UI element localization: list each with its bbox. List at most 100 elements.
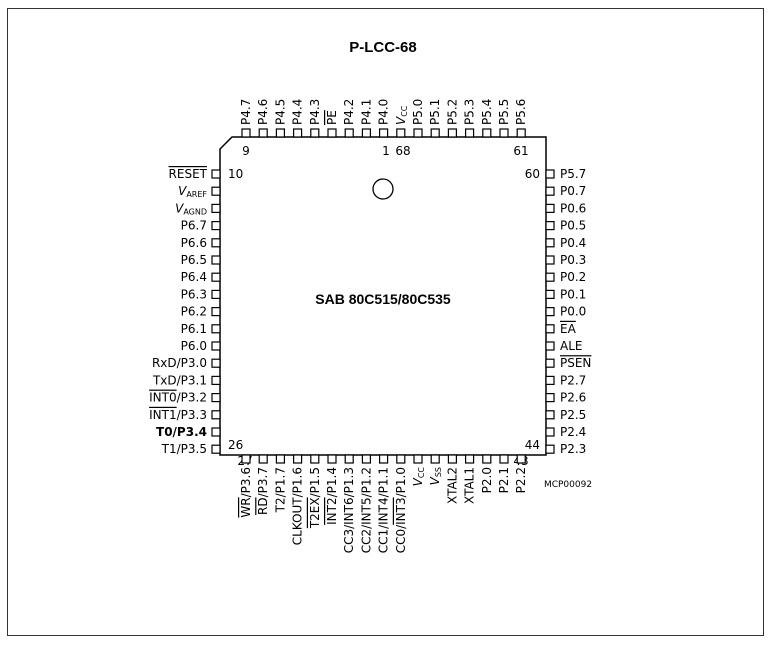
- figure-code: MCP00092: [544, 480, 592, 490]
- pin-top-9: [379, 128, 389, 138]
- pin-label-left-p6-0: P6.0: [181, 339, 207, 353]
- pin-label-bottom-cc3-int6-p1-3: CC3/INT6/P1.3: [342, 467, 356, 553]
- pin-label-top-p5-4: P5.4: [480, 99, 494, 125]
- pin-bottom-7: [344, 454, 354, 464]
- pin-label-bottom-clkout-p1-6: CLKOUT/P1.6: [291, 467, 305, 545]
- pin-label-left-p6-2: P6.2: [181, 305, 207, 319]
- pin-label-bottom-rd-p3-7: RD/P3.7: [256, 467, 270, 515]
- pin-right-9: [545, 307, 555, 317]
- figure-frame: [7, 8, 764, 636]
- pin-label-left-reset: RESET: [169, 167, 208, 181]
- pin-label-left-t1-p3-5: T1/P3.5: [161, 442, 207, 456]
- pin-right-5: [545, 238, 555, 248]
- pin-label-right-p2-6: P2.6: [560, 391, 586, 405]
- pin-bottom-10: [396, 454, 406, 464]
- pin1-indicator: [372, 178, 394, 200]
- pin-label-bottom-cc0-int3-p1-0: CC0/INT3/P1.0: [394, 467, 408, 553]
- pin-left-1: [211, 169, 221, 179]
- pin-label-top-p5-2: P5.2: [445, 99, 459, 125]
- pin-bottom-14: [465, 454, 475, 464]
- pin-right-8: [545, 289, 555, 299]
- pin-left-10: [211, 324, 221, 334]
- pin-label-top-p4-7: P4.7: [239, 99, 253, 125]
- pin-label-right-p0-6: P0.6: [560, 201, 586, 215]
- pin-label-right-p0-1: P0.1: [560, 287, 586, 301]
- pin-label-top-pe: PE: [325, 110, 339, 125]
- pin-left-8: [211, 289, 221, 299]
- pin-number-61: 61: [513, 144, 528, 158]
- pin-label-left-int0-p3-2: INT0/P3.2: [149, 391, 207, 405]
- pin-right-16: [545, 427, 555, 437]
- pin-label-right-ea: EA: [560, 322, 577, 336]
- pin-label-right-p5-7: P5.7: [560, 167, 586, 181]
- pin-label-left-p6-7: P6.7: [181, 219, 207, 233]
- pin-label-right-p0-3: P0.3: [560, 253, 586, 267]
- pin-top-11: [413, 128, 423, 138]
- pin-left-14: [211, 393, 221, 403]
- pin-top-1: [241, 128, 251, 138]
- pin-number-10: 10: [228, 167, 243, 181]
- pin-label-right-p2-7: P2.7: [560, 373, 586, 387]
- package-title: P-LCC-68: [349, 39, 417, 56]
- pin-label-top-p5-0: P5.0: [411, 99, 425, 125]
- pin-right-15: [545, 410, 555, 420]
- pin-top-14: [465, 128, 475, 138]
- pin-label-bottom-p2-1: P2.1: [497, 467, 511, 493]
- pin-label-top-p4-2: P4.2: [342, 99, 356, 125]
- pin-label-bottom-cc2-int5-p1-2: CC2/INT5/P1.2: [359, 467, 373, 553]
- pin-top-13: [447, 128, 457, 138]
- pin-label-top-p4-4: P4.4: [291, 99, 305, 125]
- pin-label-right-p2-5: P2.5: [560, 408, 586, 422]
- pin-left-9: [211, 307, 221, 317]
- pin-label-bottom-vss: VSS: [428, 467, 443, 485]
- pin-label-bottom-p2-0: P2.0: [480, 467, 494, 493]
- pin-label-bottom-p2-2: P2.2: [514, 467, 528, 493]
- pin-label-left-p6-3: P6.3: [181, 287, 207, 301]
- pin-bottom-16: [499, 454, 509, 464]
- pin-number-68: 68: [395, 144, 410, 158]
- pin-label-bottom-int2-p1-4: INT2/P1.4: [325, 467, 339, 525]
- pin-bottom-13: [447, 454, 457, 464]
- pin-left-4: [211, 221, 221, 231]
- pin-left-17: [211, 444, 221, 454]
- pin-number-44: 44: [525, 438, 540, 452]
- pin-bottom-4: [293, 454, 303, 464]
- pin-label-top-vcc: VCC: [394, 105, 409, 125]
- pin-right-6: [545, 255, 555, 265]
- pin-right-10: [545, 324, 555, 334]
- pin-top-8: [361, 128, 371, 138]
- pin-label-top-p4-5: P4.5: [273, 99, 287, 125]
- pin-top-12: [430, 128, 440, 138]
- pin-bottom-1: [241, 454, 251, 464]
- pin-label-right-p2-4: P2.4: [560, 425, 586, 439]
- pin-label-top-p5-1: P5.1: [428, 99, 442, 125]
- pin-left-12: [211, 358, 221, 368]
- pin-bottom-15: [482, 454, 492, 464]
- pin-label-left-p6-1: P6.1: [181, 322, 207, 336]
- pin-label-top-p5-3: P5.3: [463, 99, 477, 125]
- pin-label-bottom-vcc: VCC: [411, 467, 426, 487]
- pin-top-10: [396, 128, 406, 138]
- pin-left-6: [211, 255, 221, 265]
- pin-right-2: [545, 186, 555, 196]
- pin-right-11: [545, 341, 555, 351]
- pin-label-left-txd-p3-1: TxD/P3.1: [152, 373, 207, 387]
- pin-left-7: [211, 272, 221, 282]
- pin-label-right-p0-5: P0.5: [560, 219, 586, 233]
- pin-label-bottom-xtal1: XTAL1: [463, 467, 477, 504]
- pin-left-13: [211, 375, 221, 385]
- pin-label-left-vagnd: VAGND: [175, 201, 207, 216]
- pin-label-right-p0-4: P0.4: [560, 236, 586, 250]
- pin-label-top-p5-6: P5.6: [514, 99, 528, 125]
- pin-label-top-p4-3: P4.3: [308, 99, 322, 125]
- chip-label: SAB 80C515/80C535: [315, 291, 451, 307]
- pins-layer: [211, 128, 555, 464]
- pin-label-right-p0-2: P0.2: [560, 270, 586, 284]
- pin-label-left-p6-4: P6.4: [181, 270, 207, 284]
- pin-label-top-p5-5: P5.5: [497, 99, 511, 125]
- pin-top-16: [499, 128, 509, 138]
- pin-right-13: [545, 375, 555, 385]
- pin-label-right-p0-0: P0.0: [560, 305, 586, 319]
